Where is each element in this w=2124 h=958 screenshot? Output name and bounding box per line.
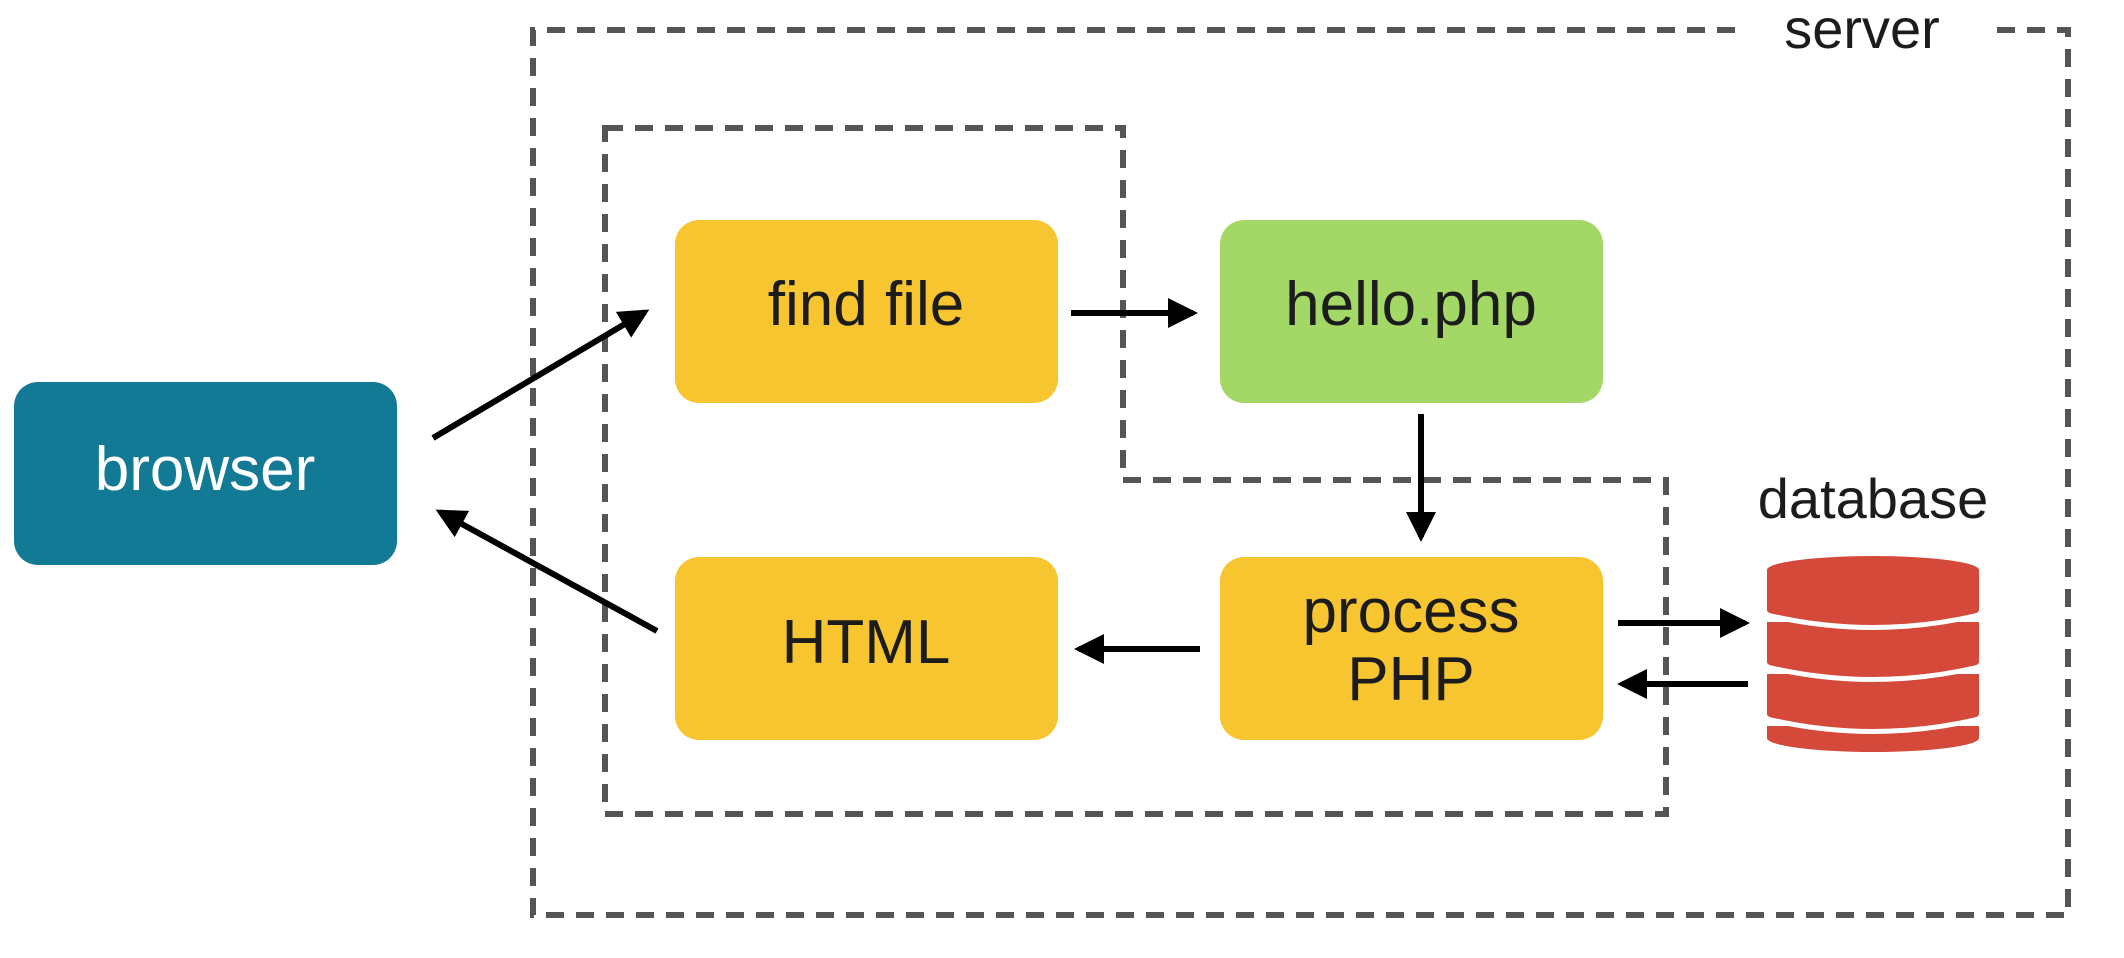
database-icon — [1767, 556, 1979, 752]
find-file-node: find file — [675, 220, 1058, 403]
server-label: server — [1784, 0, 1940, 60]
server-boundary: server — [530, 0, 2071, 918]
html-node: HTML — [675, 557, 1058, 740]
process-php-node: process PHP — [1220, 557, 1603, 740]
hello-php-box — [1220, 220, 1603, 403]
browser-node: browser — [14, 382, 397, 565]
arrow-browser-to-find-file — [431, 309, 650, 441]
hello-php-node: hello.php — [1220, 220, 1603, 403]
process-php-box — [1220, 557, 1603, 740]
database-node: database — [1758, 467, 1988, 752]
database-label: database — [1758, 467, 1988, 530]
find-file-box — [675, 220, 1058, 403]
html-box — [675, 557, 1058, 740]
browser-label: browser — [95, 435, 316, 504]
find-file-label: find file — [768, 270, 964, 339]
browser-box — [14, 382, 397, 565]
inner-processing-boundary — [602, 125, 1669, 817]
arrow-html-to-browser — [435, 509, 659, 634]
process-php-label-line1: process — [1302, 577, 1519, 646]
process-php-label-line2: PHP — [1347, 645, 1474, 714]
database-separator-lines — [1766, 612, 1980, 734]
html-label: HTML — [782, 608, 951, 677]
hello-php-label: hello.php — [1285, 270, 1537, 339]
